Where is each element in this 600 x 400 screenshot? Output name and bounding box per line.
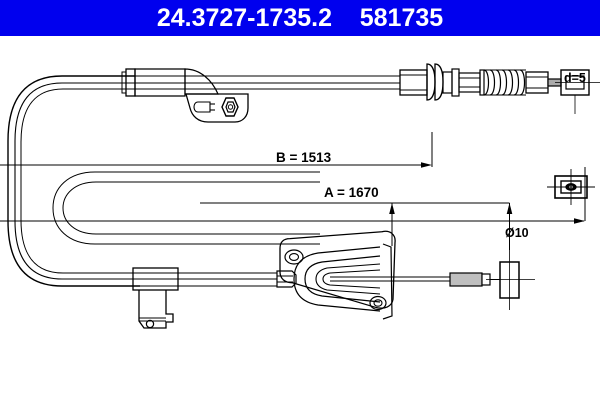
upper-cable-sheath [135,75,400,90]
dimension-label-a: A = 1670 [324,185,379,200]
plate-entry-ferrule [276,270,297,288]
page-title: 24.3727-1735.2 581735 [156,4,444,32]
hex-nut-bracket [184,68,249,123]
barrel-end-fitting [449,250,535,310]
detail-symbol [547,169,595,205]
drop-bracket [132,267,179,329]
cable-sheath-outer [7,75,140,287]
callout-label-d5: d=5 [564,71,586,85]
u-bend-loop [52,171,320,245]
dimension-line-b [0,132,433,168]
coil-spring [479,69,526,96]
lower-cable-rod [330,276,450,282]
lower-cable-sheath [140,272,277,287]
dimension-line-a [0,167,586,250]
dimension-label-b: B = 1513 [276,150,332,165]
threaded-collar [399,63,481,101]
callout-label-diameter10: Ø10 [505,226,529,240]
upper-end-ferrule [121,68,186,97]
triangular-mounting-plate [279,230,396,320]
clevis-end-fitting [525,69,600,114]
drawing-canvas: B = 1513 A = 1670 d=5 Ø10 [0,63,600,329]
technical-drawing: B = 1513 A = 1670 d=5 Ø10 [0,36,600,400]
header-bar: 24.3727-1735.2 581735 [0,0,600,36]
